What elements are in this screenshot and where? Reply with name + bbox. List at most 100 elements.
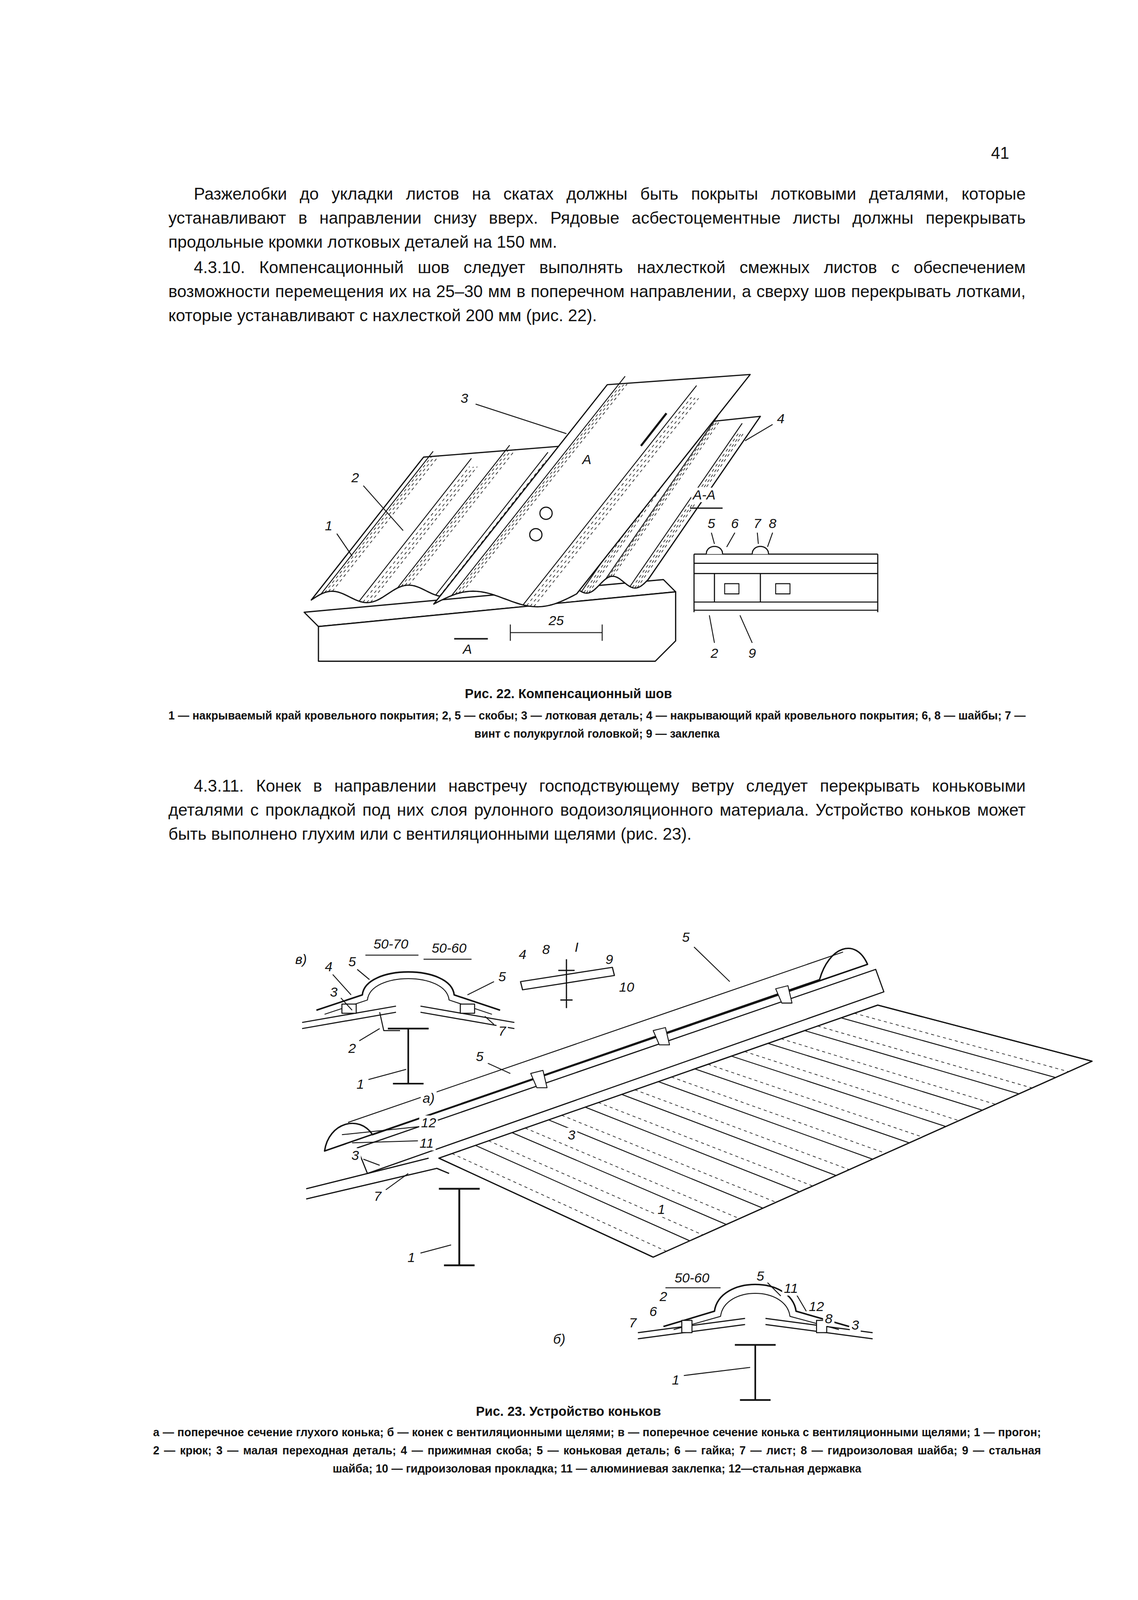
figure-caption: Рис. 22. Компенсационный шов [464,686,673,702]
dimension-line [510,632,603,634]
callout-number: б) [551,1331,568,1347]
sheet-hatch [561,1115,777,1203]
paragraph: 4.3.11. Конек в направлении навстречу го… [168,773,1026,846]
clamp [681,1320,827,1333]
purlin [387,1028,429,1084]
clip [724,583,791,594]
callout-number: 50-60 [429,940,469,956]
callout-number: 12 [419,1115,438,1130]
leader-line [709,615,715,643]
sheet-hatch [462,383,627,592]
bolt-head [706,546,723,555]
sheet-hatch [533,398,699,607]
callout-number: 2 [349,470,362,485]
callout-number: 2 [708,645,721,661]
detail-bolt [558,958,575,1008]
callout-number: 5 [496,969,508,984]
callout-number: 1 [322,518,335,533]
callout-number: 50-60 [672,1270,712,1285]
sheet-rib [548,1119,763,1209]
leader-line [357,969,370,980]
callout-number: 7 [371,1188,384,1204]
callout-number: 11 [781,1280,800,1296]
leader-line [341,997,353,1011]
dimension-line [423,958,472,960]
transition-part [357,969,885,1174]
callout-number: А-А [690,487,718,503]
sheet-rib [767,1043,983,1110]
clamp [341,1003,475,1013]
sheet-hatch [324,456,432,593]
figure-caption: Рис. 23. Устройство коньков [475,1404,661,1419]
hook [379,1011,401,1031]
callout-number: 9 [746,645,758,661]
sheet-hatch [452,1153,667,1251]
sheet-hatch [634,1089,850,1170]
leader-line [767,1282,781,1296]
callout-number: а) [420,1090,437,1106]
leader-line [341,1126,421,1135]
sheet-hatch [708,1064,923,1137]
callout-number: 1 [669,1372,682,1388]
sheet-rib [694,1068,910,1143]
callout-number: 1 [655,1201,668,1217]
sheet-hatch [455,385,621,595]
ridge-line [347,952,843,1123]
callout-number: 8 [766,516,779,531]
figure-23 [302,946,1093,1400]
ridge-cap-inner [324,978,493,1015]
sheet-rib [731,1055,947,1127]
callout-number: I [572,939,581,955]
ridge-cap-inner [673,1293,840,1330]
section-underline [689,507,723,509]
sheet-rib [804,1030,1020,1094]
sheet-rib [475,1145,690,1241]
leader-line [420,1244,452,1253]
sheet-hatch [488,1140,704,1235]
sheet-hatch [744,1051,960,1121]
leader-line [363,1158,380,1165]
bolt-head [752,546,769,555]
callout-number: 5 [680,929,692,945]
leader-line [693,946,730,982]
bolt [529,528,543,541]
roof-sheet [302,1006,515,1029]
sheet-hatch [458,384,624,593]
callout-number: 3 [566,1127,578,1143]
sheet-hatch [530,397,695,606]
callout-number: в) [293,952,309,967]
callout-number: 2 [346,1040,358,1056]
callout-number: А [580,452,594,467]
bolt-shank [714,573,761,602]
sheet-rib [439,1157,654,1257]
callout-number: 4 [322,959,335,974]
leader-line [368,1069,406,1080]
callout-number: 6 [647,1304,660,1319]
paragraph: Разжелобки до укладки листов на скатах д… [168,181,1026,254]
leader-line [683,1367,751,1376]
leader-line [757,532,759,544]
callout-number: 3 [327,984,340,1000]
leader-line [745,424,773,441]
dimension-tick [509,624,511,641]
purlin [734,1344,776,1400]
dimension-line [365,954,419,956]
leader-line [711,532,715,544]
section-layers [693,553,878,612]
sheet-hatch [817,1025,1033,1089]
callout-number: 5 [346,954,358,969]
sheet-hatch [525,1128,740,1219]
sheet-rib [512,1132,727,1225]
sheet-hatch [854,1013,1070,1072]
roof-sheet [439,1005,1093,1258]
callout-number: 5 [473,1049,486,1064]
purlin [439,1188,480,1266]
callout-number: 3 [849,1317,861,1333]
leader-line [467,981,495,995]
leader-line [385,1173,409,1190]
callout-number: 3 [458,390,470,406]
callout-number: 7 [496,1023,508,1039]
callout-number: 11 [417,1135,436,1151]
bolt [539,507,552,520]
section-mark [454,638,488,640]
